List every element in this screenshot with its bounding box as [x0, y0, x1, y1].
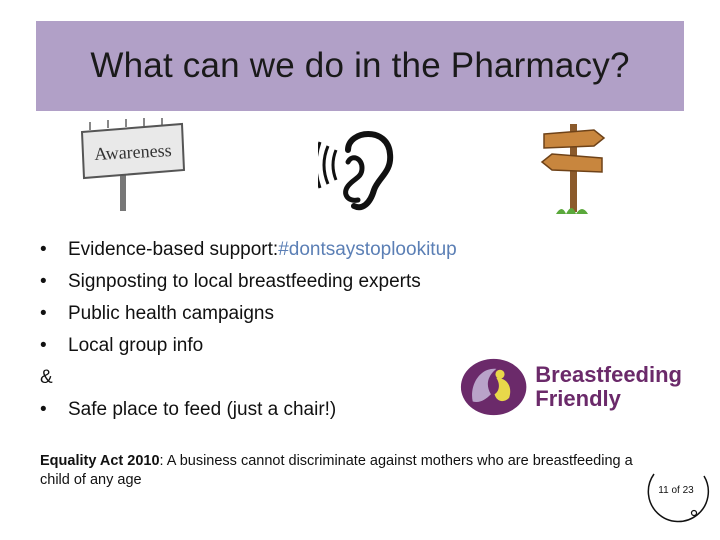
bullet-item: • Local group info	[40, 330, 457, 362]
awareness-sign-icon: Awareness	[80, 118, 186, 211]
bullet-item: • Evidence-based support: #dontsaystoplo…	[40, 234, 457, 266]
bullet-item: • Safe place to feed (just a chair!)	[40, 394, 457, 426]
equality-text: : A business cannot discriminate against…	[40, 453, 633, 488]
bullet-text: Signposting to local breastfeeding exper…	[68, 271, 421, 292]
bullet-item: • Public health campaigns	[40, 298, 457, 330]
bullet-mark: •	[40, 239, 47, 260]
logo-line-2: Friendly	[535, 386, 621, 411]
bullet-mark: •	[40, 335, 47, 356]
page-indicator-ring	[647, 473, 710, 523]
bullet-text: Local group info	[68, 335, 204, 356]
bullet-text: Public health campaigns	[68, 303, 274, 324]
equality-label: Equality Act 2010	[40, 453, 160, 469]
slide-title: What can we do in the Pharmacy?	[90, 46, 630, 85]
bullet-mark: •	[40, 271, 47, 292]
title-bar: What can we do in the Pharmacy?	[36, 21, 684, 111]
logo-text: Breastfeeding Friendly	[535, 363, 682, 411]
breastfeeding-emblem-icon	[460, 358, 527, 416]
breastfeeding-friendly-logo: Breastfeeding Friendly	[460, 355, 682, 419]
awareness-sign-text: Awareness	[94, 140, 172, 164]
equality-note: Equality Act 2010: A business cannot dis…	[40, 452, 640, 490]
signpost-icon	[540, 124, 606, 214]
ear-icon	[318, 131, 394, 211]
bullet-item: &	[40, 362, 457, 394]
bullet-list: • Evidence-based support: #dontsaystoplo…	[40, 234, 457, 426]
bullet-item: • Signposting to local breastfeeding exp…	[40, 266, 457, 298]
hashtag-link[interactable]: #dontsaystoplookitup	[278, 239, 457, 260]
bullet-mark: •	[40, 399, 47, 420]
logo-line-1: Breastfeeding	[535, 362, 682, 387]
bullet-text: Evidence-based support:	[68, 239, 279, 260]
bullet-mark: •	[40, 303, 47, 324]
bullet-text: Safe place to feed (just a chair!)	[68, 399, 337, 420]
ampersand-mark: &	[40, 367, 53, 388]
page-number: 11 of 23	[658, 485, 694, 496]
